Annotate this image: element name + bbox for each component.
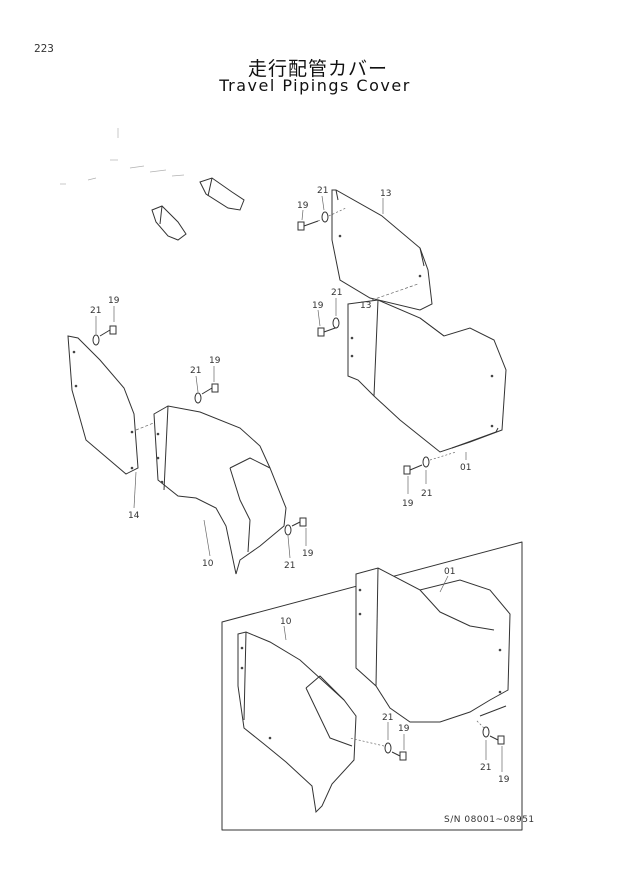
callout-21: 21	[480, 763, 491, 773]
faint-marks	[60, 128, 185, 185]
bolt-19-g	[391, 751, 407, 761]
callout-21: 21	[382, 713, 393, 723]
bolt-19-e	[201, 383, 219, 395]
callouts: 13 21 19 19 21 13 01 19 21 21 19 14 21 1…	[90, 186, 510, 785]
callout-21: 21	[90, 306, 101, 316]
callout-13: 19	[209, 356, 221, 366]
bolt-19-c	[403, 464, 423, 475]
title-english: Travel Pipings Cover	[219, 76, 411, 95]
callout-01: 01	[444, 567, 455, 577]
washer-21-f	[284, 524, 292, 536]
washer-21-d	[92, 334, 100, 346]
callout-10: 10	[280, 617, 292, 627]
washer-21-a	[321, 211, 329, 223]
callout-19: 19	[297, 201, 309, 211]
callout-21: 21	[331, 288, 342, 298]
callout-19: 19	[312, 301, 324, 311]
serial-number-note: S/N 08001~08951	[444, 815, 535, 825]
bolt-19-b	[317, 326, 339, 337]
callout-01: 01	[460, 463, 471, 473]
page-number: 223	[34, 42, 54, 55]
callout-21: 21	[284, 561, 295, 571]
cover-plate-13	[331, 189, 433, 311]
callout-19: 19	[108, 296, 120, 306]
bolt-19-d	[99, 325, 117, 337]
title-japanese: 走行配管カバー	[247, 58, 388, 80]
washer-21-h	[475, 719, 490, 738]
callout-21: 21	[190, 366, 201, 376]
callout-19: 19	[398, 724, 410, 734]
cover-plate-14	[67, 335, 157, 475]
inset-frame	[221, 541, 523, 831]
washer-21-b	[332, 317, 340, 329]
callout-19: 19	[402, 499, 414, 509]
inset-cover-10	[237, 631, 357, 814]
callout-21: 21	[317, 186, 328, 196]
washer-21-c	[422, 451, 457, 468]
callout-21: 21	[421, 489, 432, 499]
cover-01	[347, 299, 507, 453]
inset-cover-01	[355, 567, 511, 723]
callout-19: 19	[302, 549, 314, 559]
callout-13: 13	[380, 189, 391, 199]
bolt-19-f	[291, 517, 307, 527]
washer-21-g	[349, 737, 392, 754]
cover-10	[153, 405, 287, 575]
callout-14: 14	[128, 511, 140, 521]
pipe-clamp-upper	[199, 177, 245, 211]
pipe-clamp-lower	[151, 205, 187, 241]
washer-21-e	[194, 392, 202, 404]
callout-19: 19	[498, 775, 510, 785]
leader-lines	[95, 195, 503, 772]
callout-13: 13	[360, 301, 371, 311]
bolt-19-h	[489, 735, 505, 745]
callout-10: 10	[202, 559, 214, 569]
